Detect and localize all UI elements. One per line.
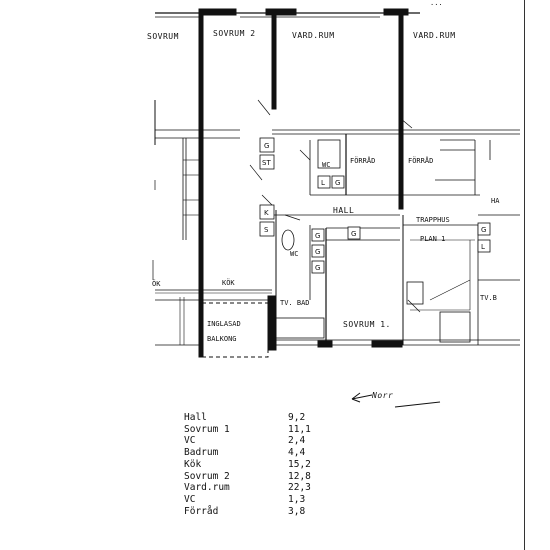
fixture-g: G <box>481 226 486 234</box>
fixtures <box>259 137 491 274</box>
fixture-g: G <box>315 232 320 240</box>
area-row: Hall 9,2 <box>184 412 334 424</box>
area-value: 1,3 <box>288 493 306 505</box>
area-value: 12,8 <box>288 470 311 482</box>
fixture-g: G <box>315 248 320 256</box>
area-value: 9,2 <box>288 412 306 423</box>
room-label-tv-bad: TV. BAD <box>280 299 310 307</box>
room-label-hall: HALL <box>333 206 354 215</box>
area-value: 3,8 <box>288 505 306 517</box>
room-label-plan: PLAN 1 <box>420 235 445 243</box>
area-name: Hall <box>184 412 207 423</box>
room-label-kok-left: ÖK <box>152 279 161 288</box>
room-label-sovrum-left: SOVRUM <box>147 32 179 41</box>
fixture-st: ST <box>262 159 271 167</box>
area-row: Sovrum 2 12,8 <box>184 471 334 483</box>
area-name: Vard.rum <box>184 482 230 494</box>
room-label-vardrum-right: VARD.RUM <box>413 31 456 40</box>
area-value: 4,4 <box>288 447 306 459</box>
area-row: Badrum 4,4 <box>184 447 334 459</box>
area-name: Kök <box>184 458 202 470</box>
area-row: VC 2,4 <box>184 435 334 447</box>
fixture-g: G <box>315 264 320 272</box>
area-name: VC <box>184 493 196 505</box>
area-value: 2,4 <box>288 435 306 447</box>
fixture-s: S <box>264 226 269 234</box>
area-name: Sovrum 2 <box>184 470 230 482</box>
header-fragment: ... <box>430 0 443 7</box>
room-label-vardrum: VARD.RUM <box>292 31 335 40</box>
area-row: Vard.rum 22,3 <box>184 482 334 494</box>
area-row: VC 1,3 <box>184 494 334 506</box>
area-value: 15,2 <box>288 458 311 470</box>
room-label-sovrum-1: SOVRUM 1. <box>343 320 391 329</box>
area-name: VC <box>184 435 196 447</box>
area-row: Sovrum 1 11,1 <box>184 424 334 436</box>
area-value: 22,3 <box>288 482 311 494</box>
room-label-balkong-2: BALKONG <box>207 335 237 343</box>
north-label: Norr <box>371 391 393 400</box>
fixture-k: K <box>264 209 269 217</box>
area-row: Förråd 3,8 <box>184 506 334 518</box>
room-label-tv-bad-right: TV.B <box>480 294 497 302</box>
room-label-trapphus: TRAPPHUS <box>416 216 450 224</box>
page-edge <box>524 0 525 550</box>
room-label-forrad-2: FÖRRÅD <box>408 156 433 165</box>
fixture-l: L <box>321 179 325 187</box>
area-value: 11,1 <box>288 423 311 435</box>
area-row: Kök 15,2 <box>184 459 334 471</box>
fixture-labels: G ST K S L G G G G G G L <box>262 142 486 272</box>
room-label-wc-top: WC <box>322 161 330 169</box>
room-label-kok: KÖK <box>222 278 235 287</box>
area-name: Badrum <box>184 447 219 459</box>
north-arrow: Norr <box>351 391 441 408</box>
room-label-sovrum-2: SOVRUM 2 <box>213 29 256 38</box>
fixture-l: L <box>481 243 485 251</box>
room-label-wc-mid: WC <box>290 250 298 258</box>
fixture-g: G <box>335 179 340 187</box>
fixture-g: G <box>264 142 269 150</box>
room-label-ha-right: HA <box>491 197 500 205</box>
area-name: Sovrum 1 <box>184 423 230 435</box>
room-label-balkong-1: INGLASAD <box>207 320 241 328</box>
room-label-forrad-1: FÖRRÅD <box>350 156 375 165</box>
fixture-g: G <box>351 230 356 238</box>
room-labels: SOVRUM SOVRUM 2 VARD.RUM VARD.RUM FÖRRÅD… <box>147 29 500 343</box>
area-name: Förråd <box>184 505 219 517</box>
